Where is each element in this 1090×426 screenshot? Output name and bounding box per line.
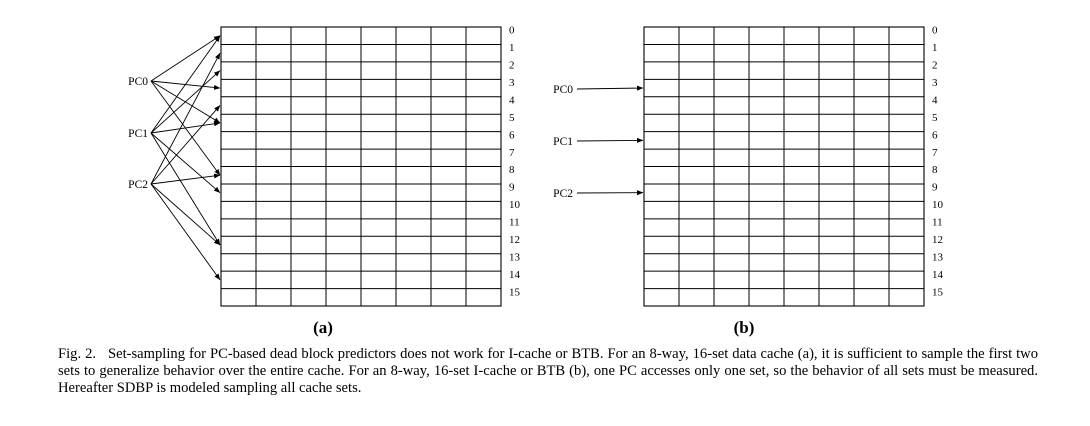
pc-to-set-arrow xyxy=(150,173,221,185)
pc-set-arrows-b xyxy=(576,85,644,196)
pc-label: PC2 xyxy=(128,179,148,191)
pc-label: PC1 xyxy=(128,128,148,140)
set-index-label: 15 xyxy=(932,286,944,298)
set-index-label: 2 xyxy=(932,60,938,72)
pc-to-set-arrow xyxy=(150,132,221,193)
caption-prefix: Fig. 2. xyxy=(58,346,97,362)
set-index-label: 12 xyxy=(932,234,943,246)
pc-to-set-arrow xyxy=(150,35,221,134)
set-index-label: 0 xyxy=(509,25,515,37)
set-index-label: 9 xyxy=(932,182,938,194)
set-index-label: 5 xyxy=(509,112,515,124)
set-index-label: 1 xyxy=(932,42,938,54)
set-index-label: 14 xyxy=(509,269,521,281)
pc-to-set-arrow xyxy=(150,70,221,134)
set-index-label: 9 xyxy=(509,182,515,194)
subfigure-label-b: (b) xyxy=(734,318,755,337)
set-index-label: 10 xyxy=(509,199,521,211)
pc-to-set-arrow xyxy=(576,137,644,143)
set-index-label: 7 xyxy=(932,147,938,159)
set-index-label: 6 xyxy=(932,129,938,141)
set-index-label: 6 xyxy=(509,129,515,141)
set-index-label: 3 xyxy=(932,77,938,89)
cache-grid-a xyxy=(220,26,502,307)
subfigure-label-a: (a) xyxy=(313,318,333,337)
set-index-label: 12 xyxy=(509,234,520,246)
set-index-label: 14 xyxy=(932,269,944,281)
pc-to-set-arrow xyxy=(150,132,221,246)
pc-label: PC0 xyxy=(553,84,573,96)
caption-text: Set-sampling for PC-based dead block pre… xyxy=(58,346,1038,396)
cache-grid-b xyxy=(643,26,925,307)
pc-label: PC1 xyxy=(553,136,573,148)
set-index-label: 7 xyxy=(509,147,515,159)
set-index-label: 11 xyxy=(932,217,943,229)
set-index-label: 2 xyxy=(509,60,515,72)
pc-to-set-arrow xyxy=(150,183,221,281)
set-index-label: 4 xyxy=(932,94,938,106)
figure-caption: Fig. 2. Set-sampling for PC-based dead b… xyxy=(58,346,1038,397)
set-index-label: 8 xyxy=(509,164,515,176)
set-index-label: 4 xyxy=(509,94,515,106)
set-index-label: 0 xyxy=(932,25,938,37)
set-index-label: 11 xyxy=(509,217,520,229)
set-index-label: 1 xyxy=(509,42,515,54)
pc-set-arrows-a xyxy=(150,35,221,281)
set-index-label: 8 xyxy=(932,164,938,176)
pc-to-set-arrow xyxy=(150,183,221,246)
set-index-label: 15 xyxy=(509,286,521,298)
pc-to-set-arrow xyxy=(150,105,221,185)
pc-to-set-arrow xyxy=(150,35,221,82)
set-index-label: 13 xyxy=(509,251,521,263)
pc-label: PC2 xyxy=(553,188,573,200)
pc-to-set-arrow xyxy=(150,121,221,134)
pc-to-set-arrow xyxy=(576,85,644,91)
set-index-label: 5 xyxy=(932,112,938,124)
pc-label: PC0 xyxy=(128,76,148,88)
set-index-label: 13 xyxy=(932,251,944,263)
set-index-label: 3 xyxy=(509,77,515,89)
pc-to-set-arrow xyxy=(150,52,221,185)
set-index-label: 10 xyxy=(932,199,944,211)
